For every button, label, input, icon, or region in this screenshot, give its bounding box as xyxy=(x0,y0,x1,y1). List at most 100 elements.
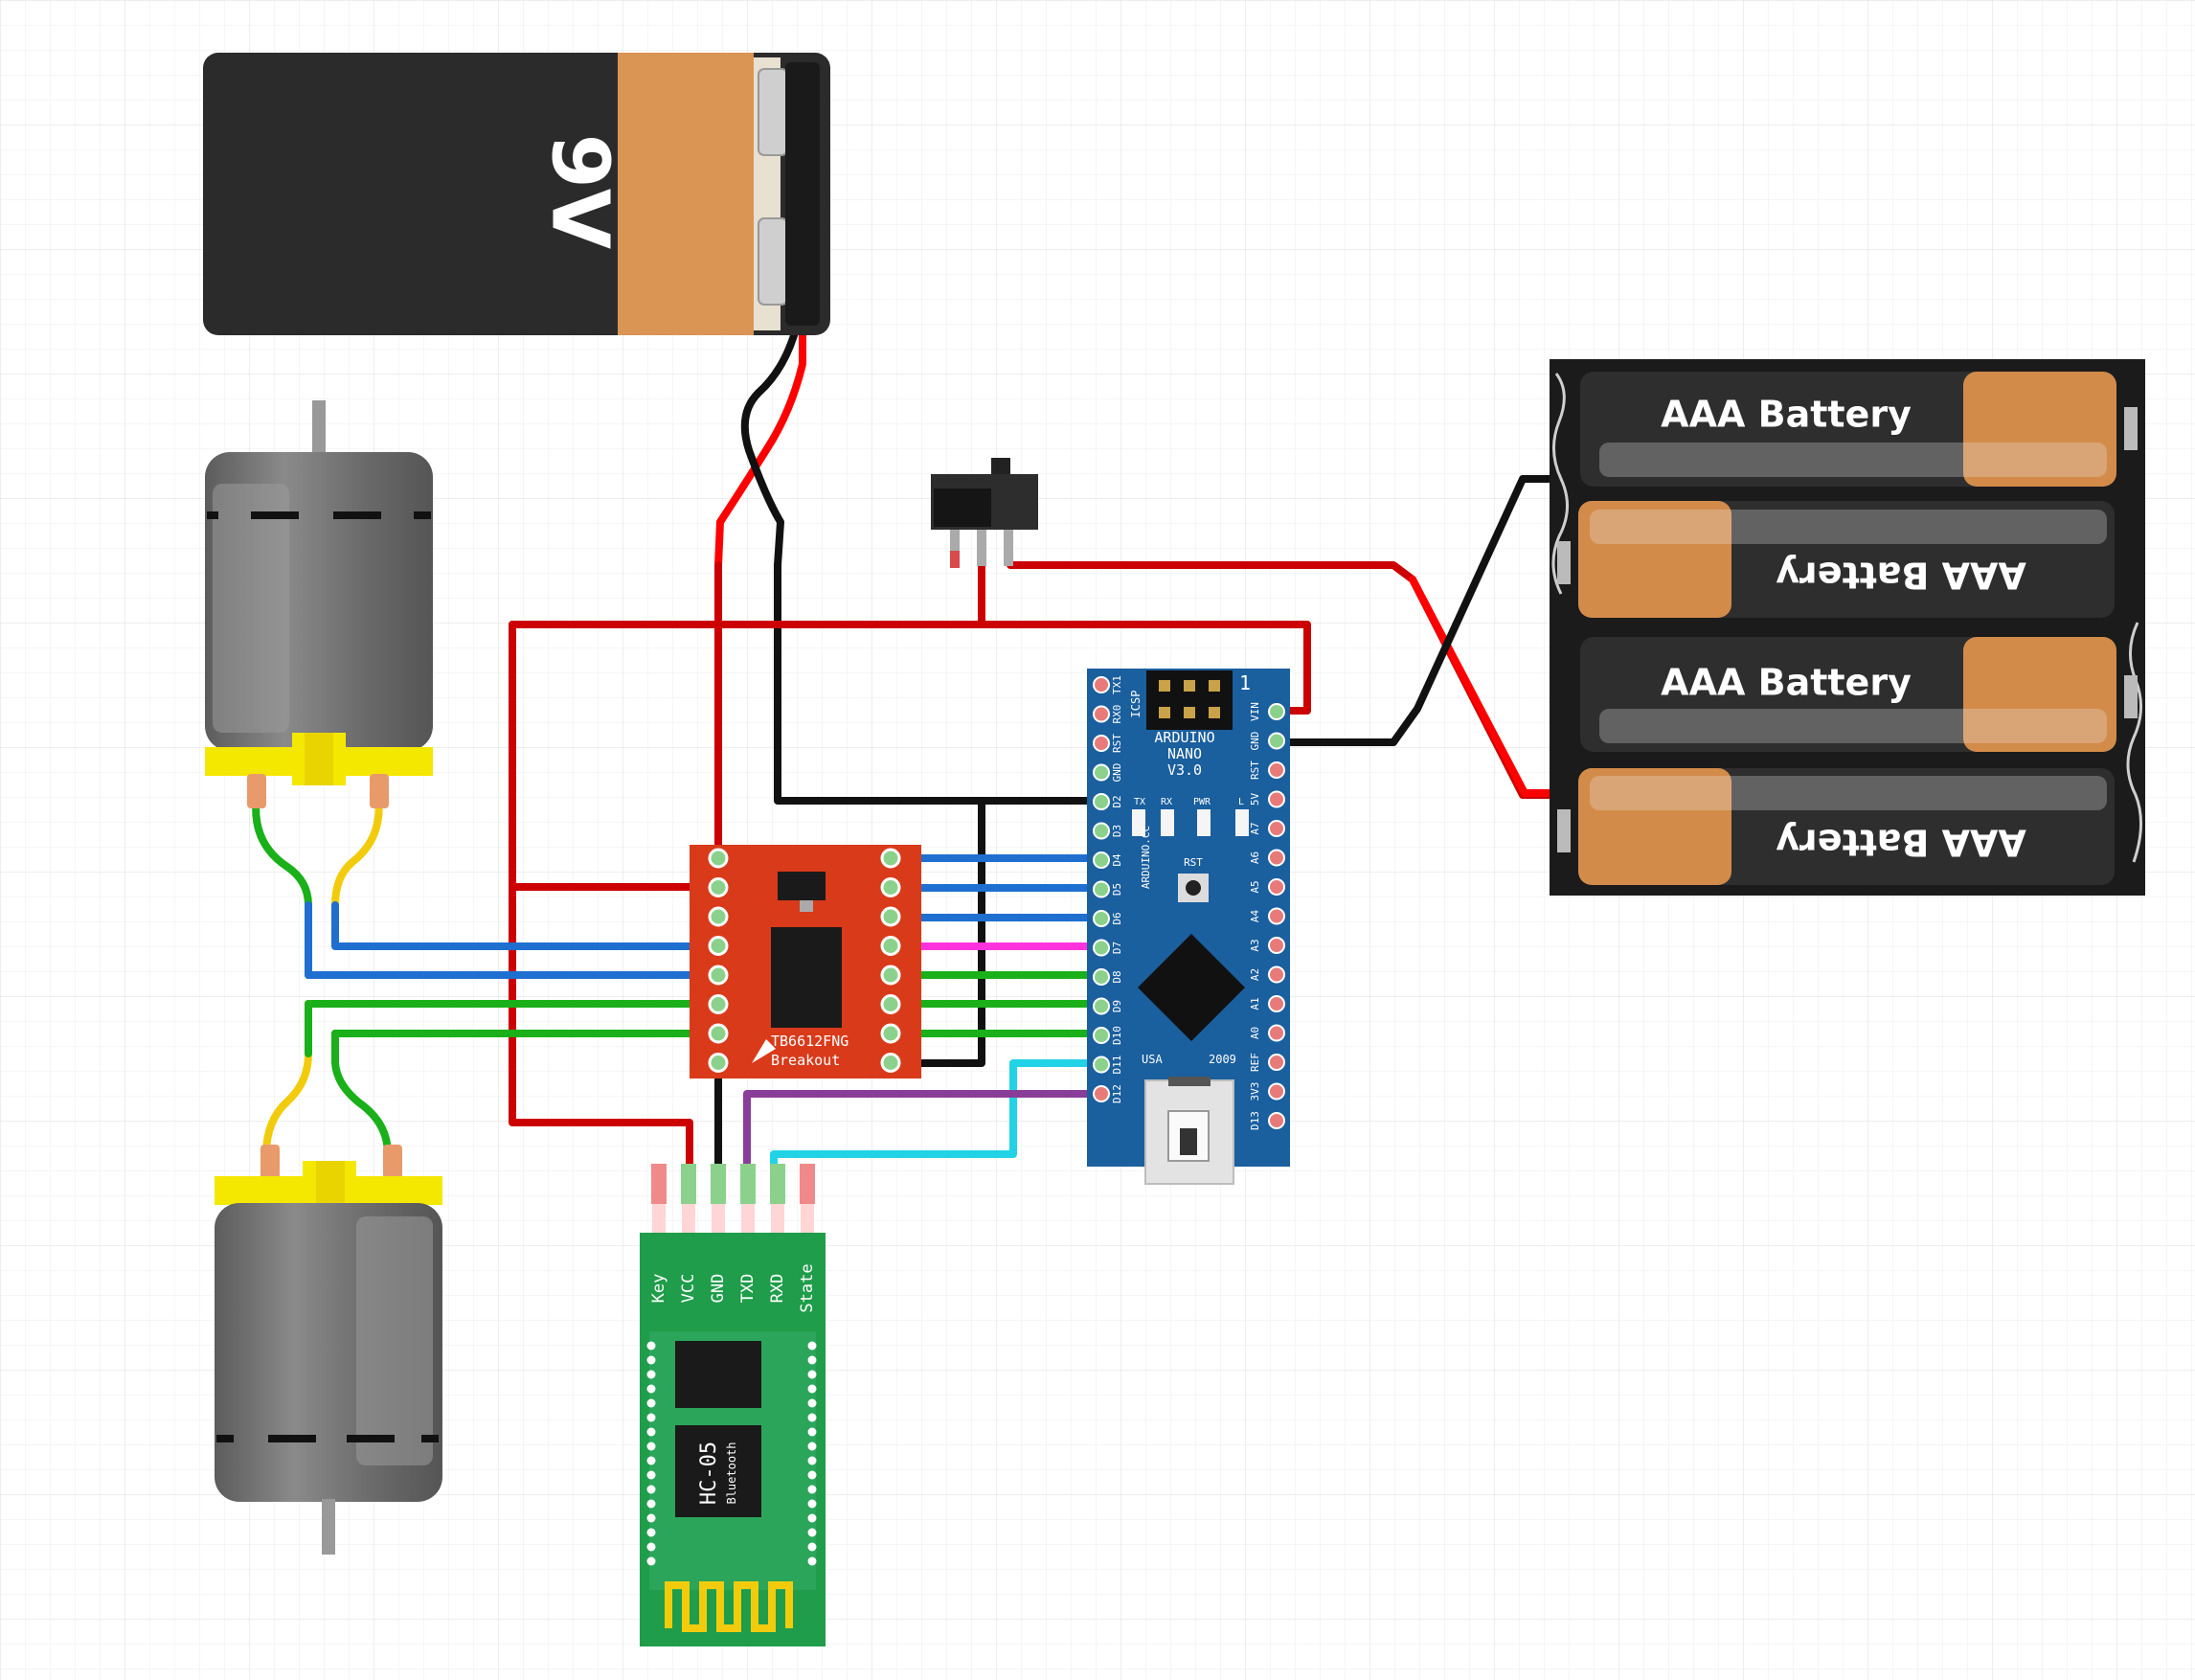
bt-side-pad xyxy=(646,1456,656,1465)
nano-pad-right xyxy=(1268,1082,1285,1101)
nano-pin-label-left: D4 xyxy=(1111,853,1123,867)
battery-9v-label: 9V xyxy=(534,134,625,250)
slide-switch[interactable] xyxy=(931,458,1038,568)
driver-pad-left xyxy=(708,877,729,897)
nano-pwr-led-label: PWR xyxy=(1193,797,1211,807)
driver-pad-left xyxy=(708,906,729,927)
bt-side-pad xyxy=(646,1499,656,1509)
bt-side-pad xyxy=(807,1528,817,1537)
aaa-cell-1-label: AAA Battery xyxy=(1661,394,1912,436)
bt-side-pad xyxy=(646,1384,656,1394)
nano-pad-left xyxy=(1093,793,1110,810)
nano-pad-left xyxy=(1093,763,1110,782)
bt-side-pad xyxy=(807,1556,817,1566)
nano-pin-label-right: 5V xyxy=(1249,793,1261,806)
bt-pin-label: TXD xyxy=(738,1274,758,1304)
nano-pad-right xyxy=(1268,761,1285,779)
bt-side-pad xyxy=(646,1470,656,1480)
nano-url-label: ARDUINO.CC xyxy=(1140,826,1152,889)
bt-side-pads xyxy=(646,1341,817,1566)
nano-pad-left xyxy=(1093,705,1110,723)
driver-pad-right xyxy=(880,1023,901,1044)
aaa-cell-4-label: AAA Battery xyxy=(1776,822,2026,864)
nano-pin1-label: 1 xyxy=(1239,671,1251,694)
nano-pin-label-right: A7 xyxy=(1249,822,1261,834)
wire-motor-a-blue-2 xyxy=(331,901,722,950)
aaa-cell-2: AAA Battery xyxy=(1578,501,2115,618)
nano-pad-left xyxy=(1093,851,1110,869)
nano-pad-left xyxy=(1093,968,1110,986)
nano-pin-label-right: A5 xyxy=(1249,880,1261,893)
bt-side-pad xyxy=(646,1427,656,1437)
nano-pad-right xyxy=(1268,790,1285,808)
wire-motor-a-yellow xyxy=(331,793,383,950)
motor-bottom xyxy=(215,1145,442,1555)
nano-usa-label: USA xyxy=(1142,1053,1163,1066)
wire-cyan-bt xyxy=(770,1059,1105,1177)
bt-side-pad xyxy=(646,1355,656,1365)
driver-pad-left xyxy=(708,936,729,956)
nano-pad-right xyxy=(1268,995,1285,1012)
nano-pin-label-right: A3 xyxy=(1249,939,1261,951)
nano-pin-label-left: RX0 xyxy=(1111,705,1123,724)
driver-pad-right xyxy=(880,906,901,927)
driver-label-line1: TB6612FNG xyxy=(771,1033,849,1050)
nano-pad-right xyxy=(1268,820,1285,837)
driver-pad-left xyxy=(708,994,729,1014)
driver-pad-right xyxy=(880,936,901,956)
driver-pads-left xyxy=(708,848,729,1073)
driver-pad-right xyxy=(880,965,901,986)
bt-header-pin-top xyxy=(800,1164,815,1204)
nano-pad-right xyxy=(1268,965,1285,984)
nano-pad-left xyxy=(1093,939,1110,957)
nano-pin-label-left: D3 xyxy=(1111,825,1123,837)
nano-pin-label-left: TX1 xyxy=(1111,675,1123,694)
aaa-cell-2-label: AAA Battery xyxy=(1776,555,2026,597)
nano-pin-label-right: A6 xyxy=(1249,851,1261,864)
nano-pad-right xyxy=(1268,878,1285,896)
bt-header-pins xyxy=(651,1164,815,1233)
nano-pad-right xyxy=(1268,1112,1285,1129)
nano-pad-right xyxy=(1268,1024,1285,1042)
motor-top xyxy=(205,400,433,808)
wire-aaa-black xyxy=(1279,475,1553,746)
nano-pad-left xyxy=(1093,1027,1110,1044)
bt-header-pin-top xyxy=(681,1164,696,1204)
nano-pin-label-left: D12 xyxy=(1111,1084,1123,1103)
driver-pad-left xyxy=(708,1053,729,1073)
driver-pad-right xyxy=(880,1053,901,1073)
bt-side-pad xyxy=(807,1341,817,1351)
aaa-cell-4: AAA Battery xyxy=(1578,768,2115,885)
bt-side-pad xyxy=(646,1398,656,1408)
nano-pad-right xyxy=(1268,849,1285,867)
battery-9v: 9V xyxy=(203,53,830,335)
bt-side-pad xyxy=(646,1528,656,1537)
bt-antenna xyxy=(665,1581,793,1632)
nano-pads-left xyxy=(1093,676,1110,1102)
bt-side-pad xyxy=(646,1413,656,1422)
nano-pin-label-left: D7 xyxy=(1111,942,1123,954)
nano-pin-label-right: REF xyxy=(1249,1053,1261,1072)
bt-pin-label: RXD xyxy=(768,1274,787,1304)
nano-pad-left xyxy=(1093,1056,1110,1074)
driver-pad-left xyxy=(708,848,729,869)
aaa-battery-pack: AAA Battery AAA Battery AAA Battery AAA … xyxy=(1550,359,2145,896)
nano-pin-label-left: D5 xyxy=(1111,883,1123,896)
nano-pin-label-right: A1 xyxy=(1249,997,1261,1010)
nano-tx-led-label: TX xyxy=(1134,797,1145,807)
bt-side-pad xyxy=(807,1499,817,1509)
wire-motor-a-green xyxy=(252,793,722,979)
nano-pin-label-right: GND xyxy=(1249,732,1261,751)
nano-title-line3: V3.0 xyxy=(1167,761,1202,779)
driver-pad-right xyxy=(880,877,901,897)
driver-label-line2: Breakout xyxy=(771,1052,840,1069)
bt-side-pad xyxy=(807,1384,817,1394)
bt-chip-sub: Bluetooth xyxy=(725,1442,738,1504)
nano-pad-right xyxy=(1268,732,1285,750)
wire-red-left-vertical xyxy=(509,621,693,1177)
nano-pin-label-right: A0 xyxy=(1249,1027,1261,1039)
nano-title-line1: ARDUINO xyxy=(1154,729,1214,746)
